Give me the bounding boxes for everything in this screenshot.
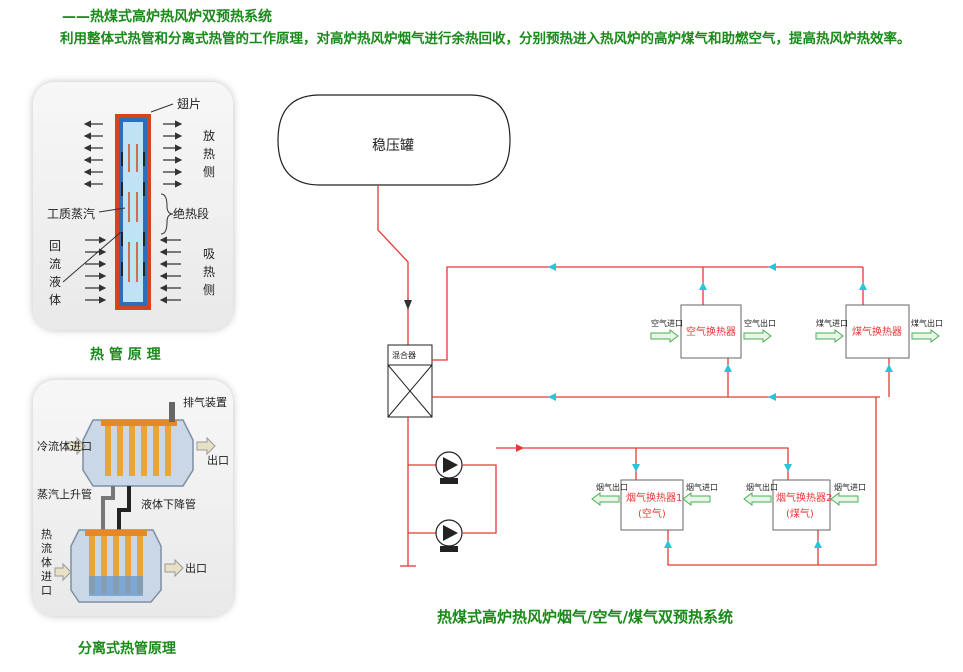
hot-inlet-char-2: 流 <box>41 541 52 555</box>
absorb-char-2: 热 <box>203 265 215 279</box>
heat-pipe-diagram: 翅片 放 热 侧 绝热段 工质蒸汽 回 流 液 体 吸 热 侧 <box>47 96 215 310</box>
flue-outlet-label-1: 烟气出口 <box>596 482 628 492</box>
release-side-char-2: 热 <box>203 147 215 161</box>
reflux-char-4: 体 <box>49 293 61 307</box>
outlet-bottom-label: 出口 <box>185 561 207 575</box>
adiabatic-label: 绝热段 <box>173 206 209 221</box>
flue-hx1-label-1: 烟气换热器1 <box>626 491 682 504</box>
liquid-down-label: 液体下降管 <box>141 497 196 511</box>
separated-pipe-diagram: 排气装置 冷流体进口 出口 蒸汽上升管 液体下降管 热 流 体 进 口 出口 <box>37 395 229 603</box>
hot-inlet-char-3: 体 <box>41 555 52 569</box>
separated-pipe-card: 排气装置 冷流体进口 出口 蒸汽上升管 液体下降管 热 流 体 进 口 出口 <box>33 380 233 616</box>
mixer-label: 混合器 <box>392 350 416 360</box>
reflux-char-3: 液 <box>49 274 61 289</box>
air-outlet-label: 空气出口 <box>744 318 776 328</box>
gas-inlet-label: 煤气进口 <box>816 318 848 328</box>
reflux-char-2: 流 <box>49 257 61 271</box>
air-inlet-label: 空气进口 <box>651 318 683 328</box>
system-caption: 热煤式高炉热风炉烟气/空气/煤气双预热系统 <box>437 608 733 626</box>
gas-hx-label: 煤气换热器 <box>852 325 902 338</box>
flue-inlet-label-1: 烟气进口 <box>686 482 718 492</box>
release-side-char-1: 放 <box>203 128 215 143</box>
air-hx-label: 空气换热器 <box>686 325 736 338</box>
vapor-riser-label: 蒸汽上升管 <box>37 487 92 501</box>
flue-hx1-label-2: (空气) <box>638 507 666 520</box>
page-title: ——热煤式高炉热风炉双预热系统 <box>62 9 272 25</box>
hot-inlet-char-1: 热 <box>41 528 52 541</box>
working-vapor-label: 工质蒸汽 <box>47 206 95 221</box>
hot-inlet-char-5: 口 <box>41 584 52 597</box>
fin-label: 翅片 <box>177 96 201 111</box>
heat-pipe-card: 翅片 放 热 侧 绝热段 工质蒸汽 回 流 液 体 吸 热 侧 <box>33 82 233 330</box>
outlet-top-label: 出口 <box>207 453 229 467</box>
flue-inlet-label-2: 烟气进口 <box>834 482 866 492</box>
absorb-char-3: 侧 <box>203 283 215 297</box>
flue-hx2-label-2: (煤气) <box>786 507 814 520</box>
exhaust-label: 排气装置 <box>183 395 227 409</box>
cold-inlet-label: 冷流体进口 <box>37 439 92 453</box>
page-description: 利用整体式热管和分离式热管的工作原理，对高炉热风炉烟气进行余热回收，分别预热进入… <box>60 31 911 47</box>
reflux-char-1: 回 <box>49 239 61 253</box>
gas-outlet-label: 煤气出口 <box>911 318 943 328</box>
flue-outlet-label-2: 烟气出口 <box>746 482 778 492</box>
heat-pipe-caption: 热 管 原 理 <box>90 347 161 363</box>
hot-inlet-char-4: 进 <box>41 570 52 583</box>
separated-pipe-caption: 分离式热管原理 <box>78 641 176 657</box>
flue-hx2-label-1: 烟气换热器2 <box>776 491 832 504</box>
absorb-char-1: 吸 <box>203 247 215 261</box>
release-side-char-3: 侧 <box>203 165 215 179</box>
tank-label: 稳压罐 <box>372 138 414 154</box>
